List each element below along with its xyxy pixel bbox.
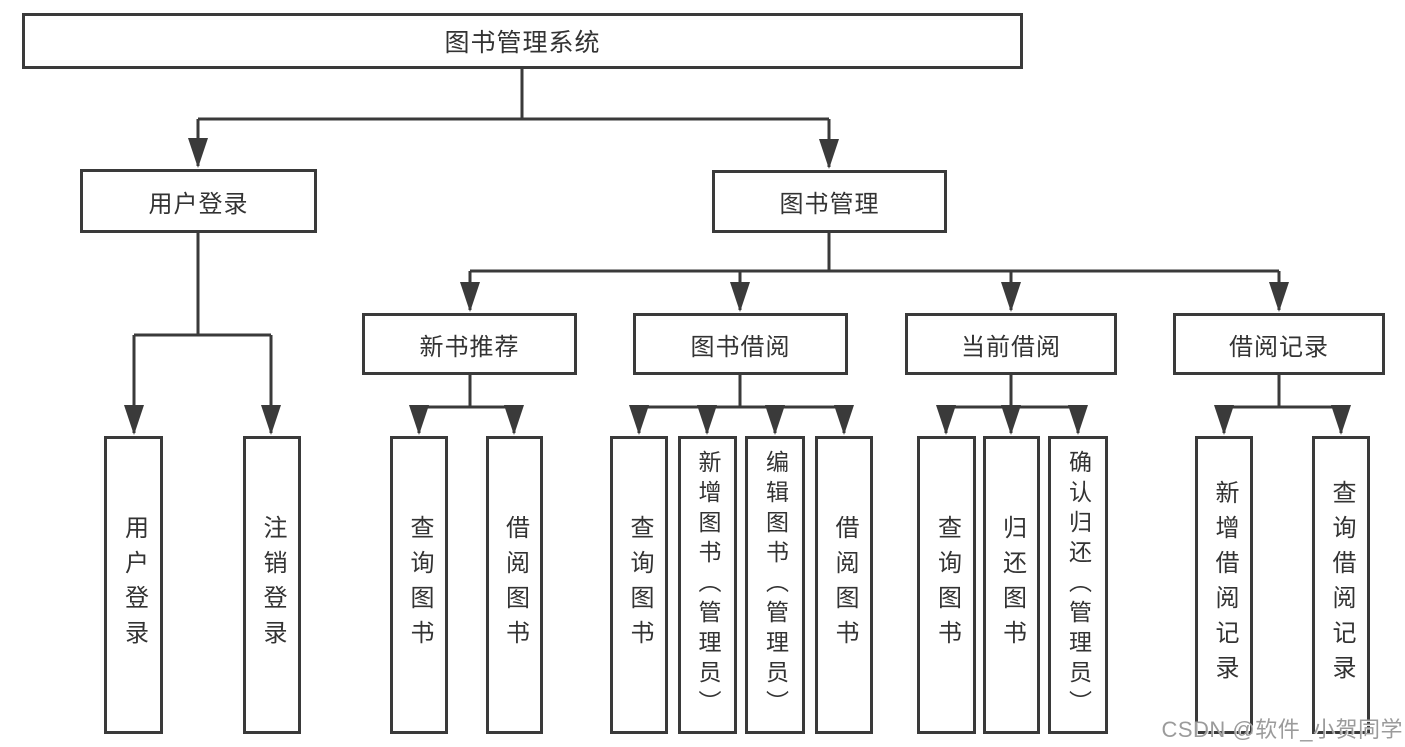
node-label: 编辑图书（管理员） — [762, 450, 789, 720]
node-current-borrow: 当前借阅 — [905, 313, 1117, 375]
node-label: 查询图书 — [406, 515, 433, 655]
csdn-watermark: CSDN @软件_小贺同学 — [1161, 717, 1403, 742]
node-label: 用户登录 — [120, 515, 148, 655]
node-new-book-recommend: 新书推荐 — [362, 313, 577, 375]
node-label: 查询图书 — [933, 515, 961, 655]
leaf-borrow-books-recommend: 借阅图书 — [486, 436, 543, 734]
leaf-query-borrow-record: 查询借阅记录 — [1312, 436, 1370, 734]
node-label: 新书推荐 — [419, 333, 520, 361]
node-book-borrow: 图书借阅 — [633, 313, 848, 375]
leaf-confirm-return-admin: 确认归还（管理员） — [1048, 436, 1108, 734]
node-label: 注销登录 — [259, 515, 286, 655]
leaf-borrow-book: 借阅图书 — [815, 436, 873, 734]
node-label: 确认归还（管理员） — [1065, 450, 1092, 720]
node-label: 借阅图书 — [831, 515, 858, 655]
node-label: 借阅记录 — [1229, 333, 1329, 361]
leaf-query-books-recommend: 查询图书 — [390, 436, 448, 734]
node-label: 借阅图书 — [501, 515, 529, 655]
node-label: 查询图书 — [626, 515, 653, 655]
node-label: 新增图书（管理员） — [695, 450, 721, 720]
leaf-edit-book-admin: 编辑图书（管理员） — [745, 436, 805, 734]
node-book-management-module: 图书管理 — [712, 170, 947, 233]
node-user-login-module: 用户登录 — [80, 169, 317, 233]
node-label: 图书管理 — [779, 191, 880, 218]
leaf-add-book-admin: 新增图书（管理员） — [678, 436, 737, 734]
leaf-logout: 注销登录 — [243, 436, 301, 734]
leaf-query-books-borrow: 查询图书 — [610, 436, 668, 734]
node-label: 新增借阅记录 — [1211, 480, 1238, 690]
leaf-add-borrow-record: 新增借阅记录 — [1195, 436, 1253, 734]
node-label: 图书管理系统 — [444, 29, 601, 57]
leaf-query-books-current: 查询图书 — [917, 436, 976, 734]
node-label: 用户登录 — [148, 190, 249, 218]
node-root-system: 图书管理系统 — [22, 13, 1023, 69]
node-label: 查询借阅记录 — [1328, 480, 1355, 690]
node-label: 当前借阅 — [961, 333, 1061, 361]
leaf-return-book: 归还图书 — [983, 436, 1040, 734]
node-label: 图书借阅 — [690, 333, 791, 361]
node-borrow-record: 借阅记录 — [1173, 313, 1385, 375]
leaf-user-login: 用户登录 — [104, 436, 163, 734]
node-label: 归还图书 — [998, 515, 1026, 655]
